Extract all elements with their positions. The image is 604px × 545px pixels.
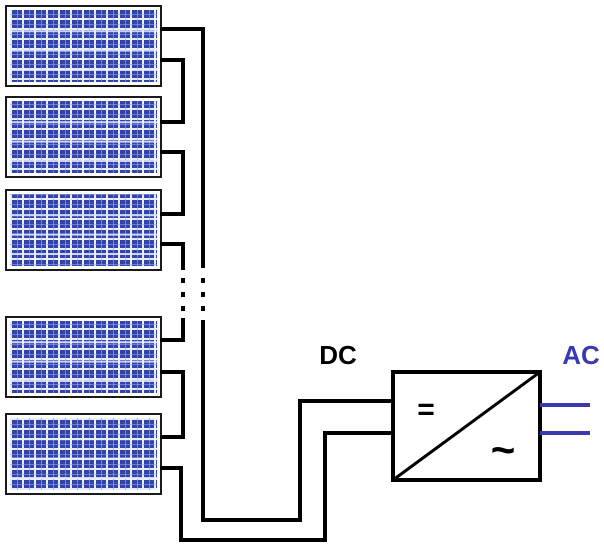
continuation-dots bbox=[181, 278, 205, 311]
ac-label: AC bbox=[562, 340, 600, 370]
solar-panel-icon bbox=[5, 96, 162, 178]
solar-panel-icon bbox=[5, 413, 162, 495]
inverter-dc-symbol: = bbox=[417, 393, 435, 426]
wire-link-2-3 bbox=[160, 150, 185, 216]
wire-link-3-gap bbox=[160, 242, 185, 270]
wire-trunk-top bbox=[160, 27, 205, 268]
wire-link-gap-4 bbox=[160, 318, 185, 342]
ac-output-lines bbox=[540, 403, 590, 435]
solar-panel-icon bbox=[5, 189, 162, 271]
solar-panel-icon bbox=[5, 5, 162, 87]
wire-link-4-5 bbox=[160, 370, 185, 439]
solar-panel-icon bbox=[5, 316, 162, 398]
wire-link-1-2 bbox=[160, 58, 185, 124]
inverter-ac-symbol: ~ bbox=[491, 426, 516, 473]
wire-return bbox=[160, 431, 393, 542]
inverter-icon: = ~ bbox=[391, 370, 542, 482]
solar-panel-array bbox=[5, 5, 162, 495]
dc-wiring bbox=[160, 27, 393, 542]
wire-trunk-bottom bbox=[201, 320, 393, 522]
dc-label: DC bbox=[319, 340, 357, 370]
